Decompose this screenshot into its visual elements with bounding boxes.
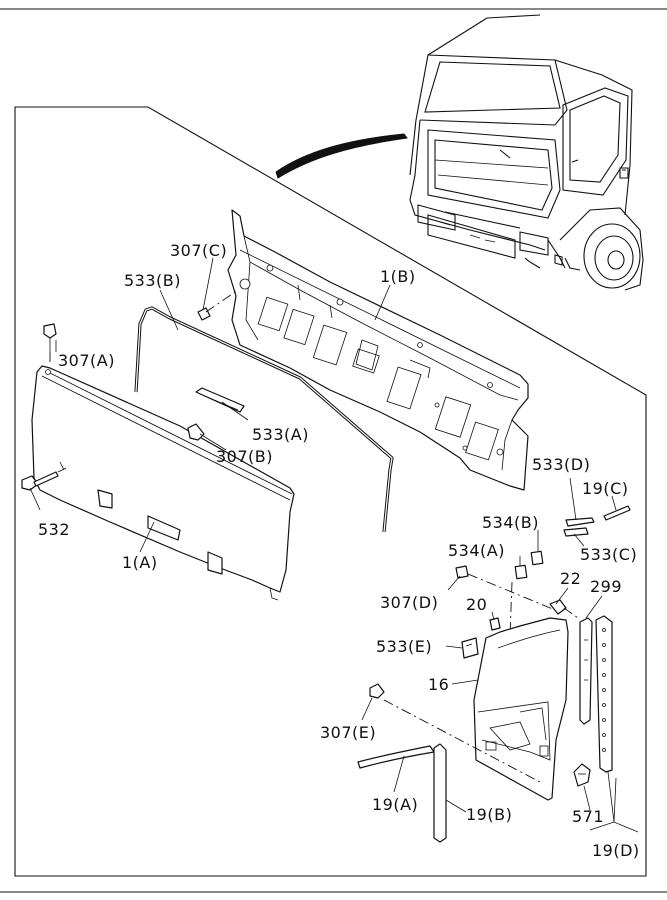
part-533C-seal — [563, 527, 589, 537]
callout-20: 20 — [466, 595, 487, 614]
part-19A-weatherstrip — [357, 745, 435, 769]
callout-533C: 533(C) — [580, 545, 637, 564]
part-299-bracket — [579, 617, 593, 725]
leader-lines — [29, 257, 639, 833]
callout-534B: 534(B) — [482, 513, 539, 532]
callout-19A: 19(A) — [372, 795, 418, 814]
part-16-corner-panel — [473, 617, 569, 801]
callout-533A: 533(A) — [252, 425, 309, 444]
callout-19B: 19(B) — [466, 805, 512, 824]
callout-307E: 307(E) — [320, 723, 376, 742]
detail-frame — [14, 106, 647, 877]
part-19D-side-strip — [595, 615, 613, 773]
callout-532: 532 — [38, 520, 70, 539]
part-533B-weatherstrip-inner — [135, 307, 393, 533]
part-307E-clip — [369, 683, 541, 783]
callout-307A: 307(A) — [58, 351, 115, 370]
part-19C-trim — [603, 505, 631, 521]
callout-19C: 19(C) — [582, 479, 629, 498]
truck-cab-illustration — [409, 14, 644, 291]
callout-534A: 534(A) — [448, 541, 505, 560]
part-20-fastener — [489, 617, 501, 631]
part-1B-dash-panel — [227, 209, 529, 491]
leader-dash-534 — [509, 581, 513, 637]
callout-1B: 1(B) — [380, 267, 416, 286]
part-307A-clip — [43, 323, 57, 366]
part-307B-clip — [187, 423, 205, 441]
part-571-hinge — [573, 763, 591, 787]
part-533A-strip-detail — [199, 393, 239, 411]
part-532-bolt — [21, 467, 67, 491]
part-22-fastener — [549, 599, 579, 619]
callout-533D: 533(D) — [532, 455, 590, 474]
part-533A-strip — [195, 387, 245, 413]
callout-22: 22 — [560, 569, 581, 588]
part-534B-pad — [530, 550, 544, 566]
callout-19D: 19(D) — [592, 841, 640, 860]
part-307D-clip — [455, 565, 561, 613]
part-19B-weatherstrip — [433, 743, 447, 843]
callout-307C: 307(C) — [170, 241, 227, 260]
callout-533E: 533(E) — [376, 637, 432, 656]
callout-307B: 307(B) — [216, 447, 273, 466]
callout-16: 16 — [428, 675, 449, 694]
pointer-arrow — [275, 133, 408, 179]
part-533D-seal — [565, 517, 595, 527]
part-1A-front-panel — [31, 365, 295, 601]
callout-1A: 1(A) — [122, 553, 158, 572]
callout-571: 571 — [572, 807, 604, 826]
callout-307D: 307(D) — [380, 593, 438, 612]
part-533E-block — [461, 637, 479, 659]
part-534A-pad — [514, 564, 528, 580]
callout-533B: 533(B) — [124, 271, 181, 290]
callout-299: 299 — [590, 577, 622, 596]
